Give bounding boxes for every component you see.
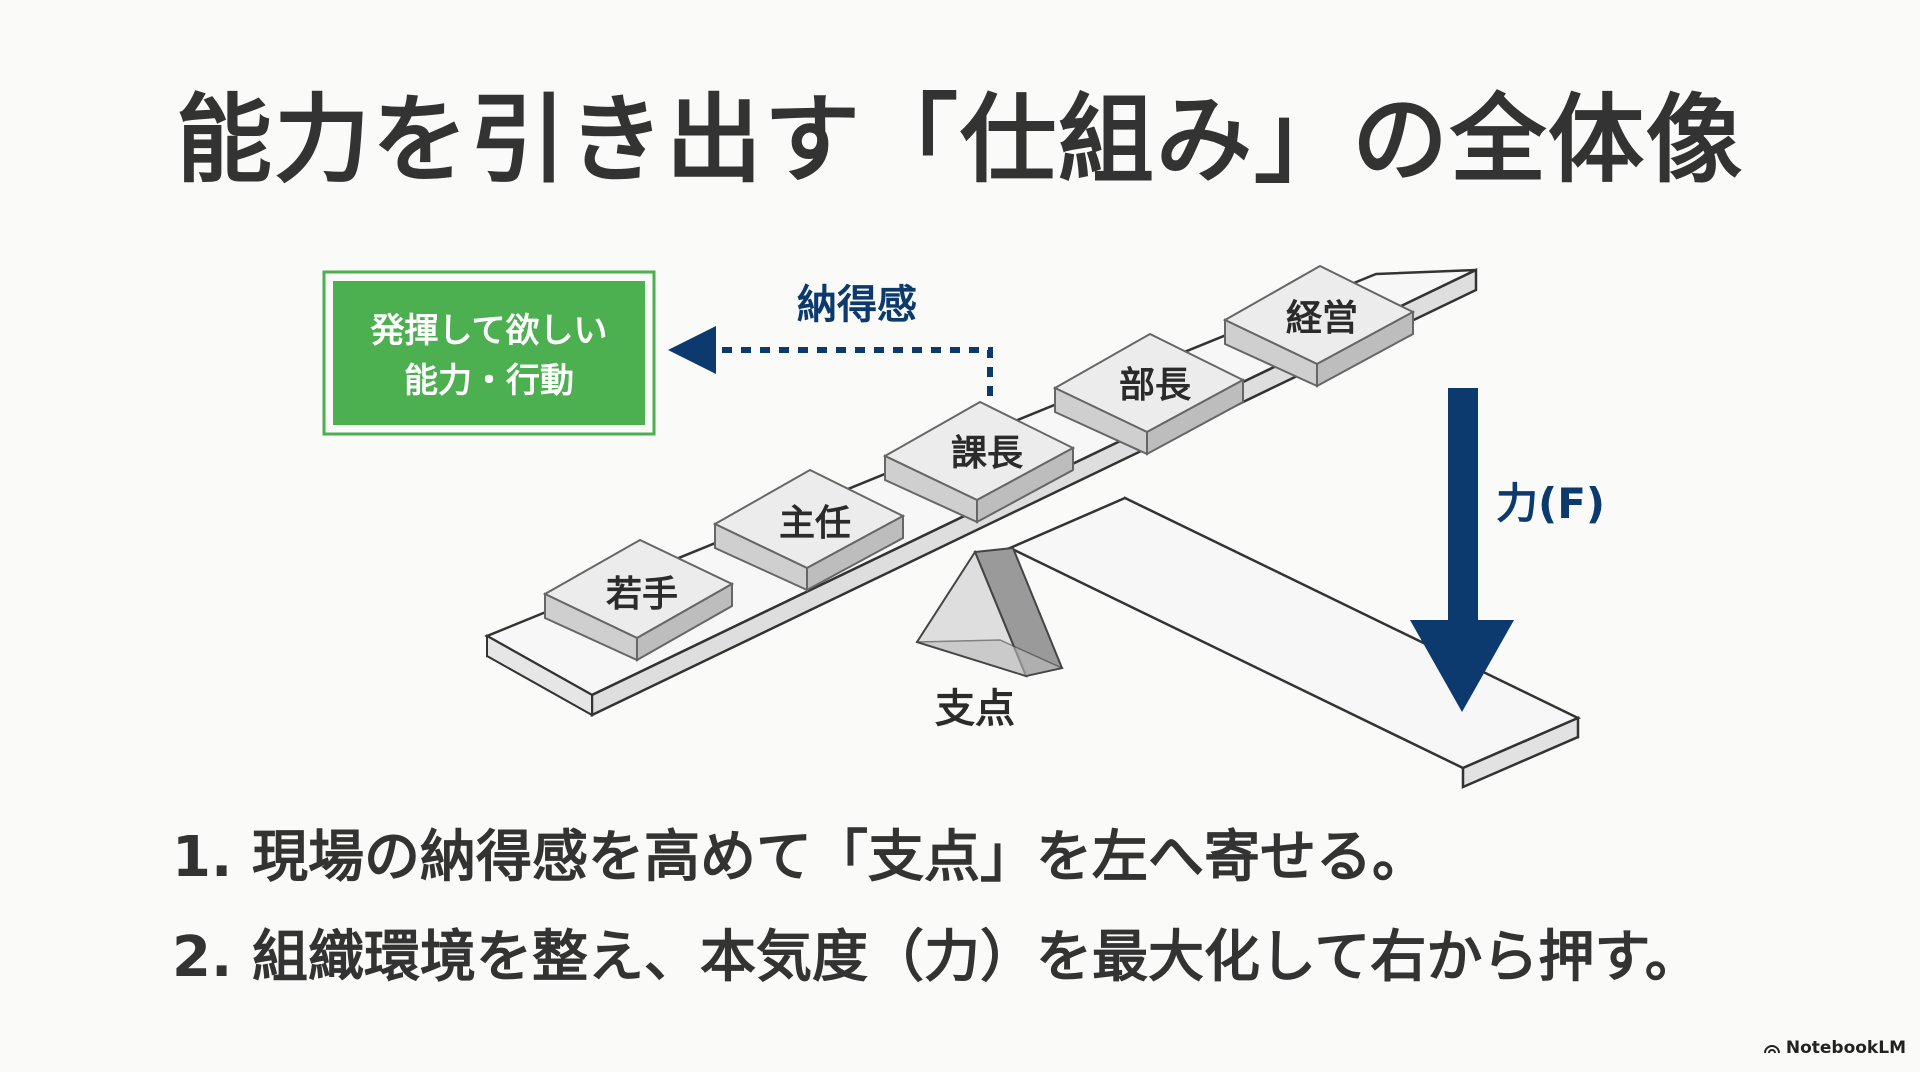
block-label-wakate: 若手 (606, 574, 678, 615)
step-2: 2. 組織環境を整え、本気度（力）を最大化して右から押す。 (172, 912, 1701, 993)
step-2-text: 組織環境を整え、本気度（力）を最大化して右から押す。 (252, 925, 1701, 990)
lever-diagram: 若手 主任 課長 部長 経営 発 (322, 264, 1605, 789)
target-box-line-2: 能力・行動 (404, 361, 574, 401)
block-bucho: 部長 (1052, 332, 1246, 456)
step-1: 1. 現場の納得感を高めて「支点」を左へ寄せる。 (172, 812, 1428, 893)
block-label-keiei: 経営 (1286, 298, 1358, 339)
block-keiei: 経営 (1222, 264, 1416, 388)
block-label-kacho: 課長 (951, 433, 1024, 474)
step-2-number: 2. (172, 925, 233, 990)
block-shunin: 主任 (712, 468, 906, 592)
nattokukan-arrow: 納得感 (668, 282, 993, 396)
brand-watermark: NotebookLM (1763, 1038, 1906, 1058)
block-wakate: 若手 (542, 538, 735, 662)
target-box-line-1: 発揮して欲しい (371, 311, 608, 351)
slide-title: 能力を引き出す「仕組み」の全体像 (176, 84, 1744, 196)
step-1-number: 1. (172, 825, 233, 890)
fulcrum-label: 支点 (935, 686, 1015, 732)
notebooklm-logo-icon (1763, 1044, 1780, 1053)
fulcrum-triangle (915, 546, 1065, 678)
force-arrow: 力(F) (1410, 388, 1605, 712)
step-1-text: 現場の納得感を高めて「支点」を左へ寄せる。 (252, 825, 1428, 890)
target-box: 発揮して欲しい 能力・行動 (322, 270, 656, 436)
force-label: 力(F) (1496, 479, 1605, 528)
block-kacho: 課長 (882, 400, 1076, 524)
block-label-bucho: 部長 (1119, 365, 1192, 406)
block-label-shunin: 主任 (779, 503, 851, 544)
arrow-label: 納得感 (797, 282, 917, 328)
brand-name: NotebookLM (1785, 1038, 1906, 1058)
